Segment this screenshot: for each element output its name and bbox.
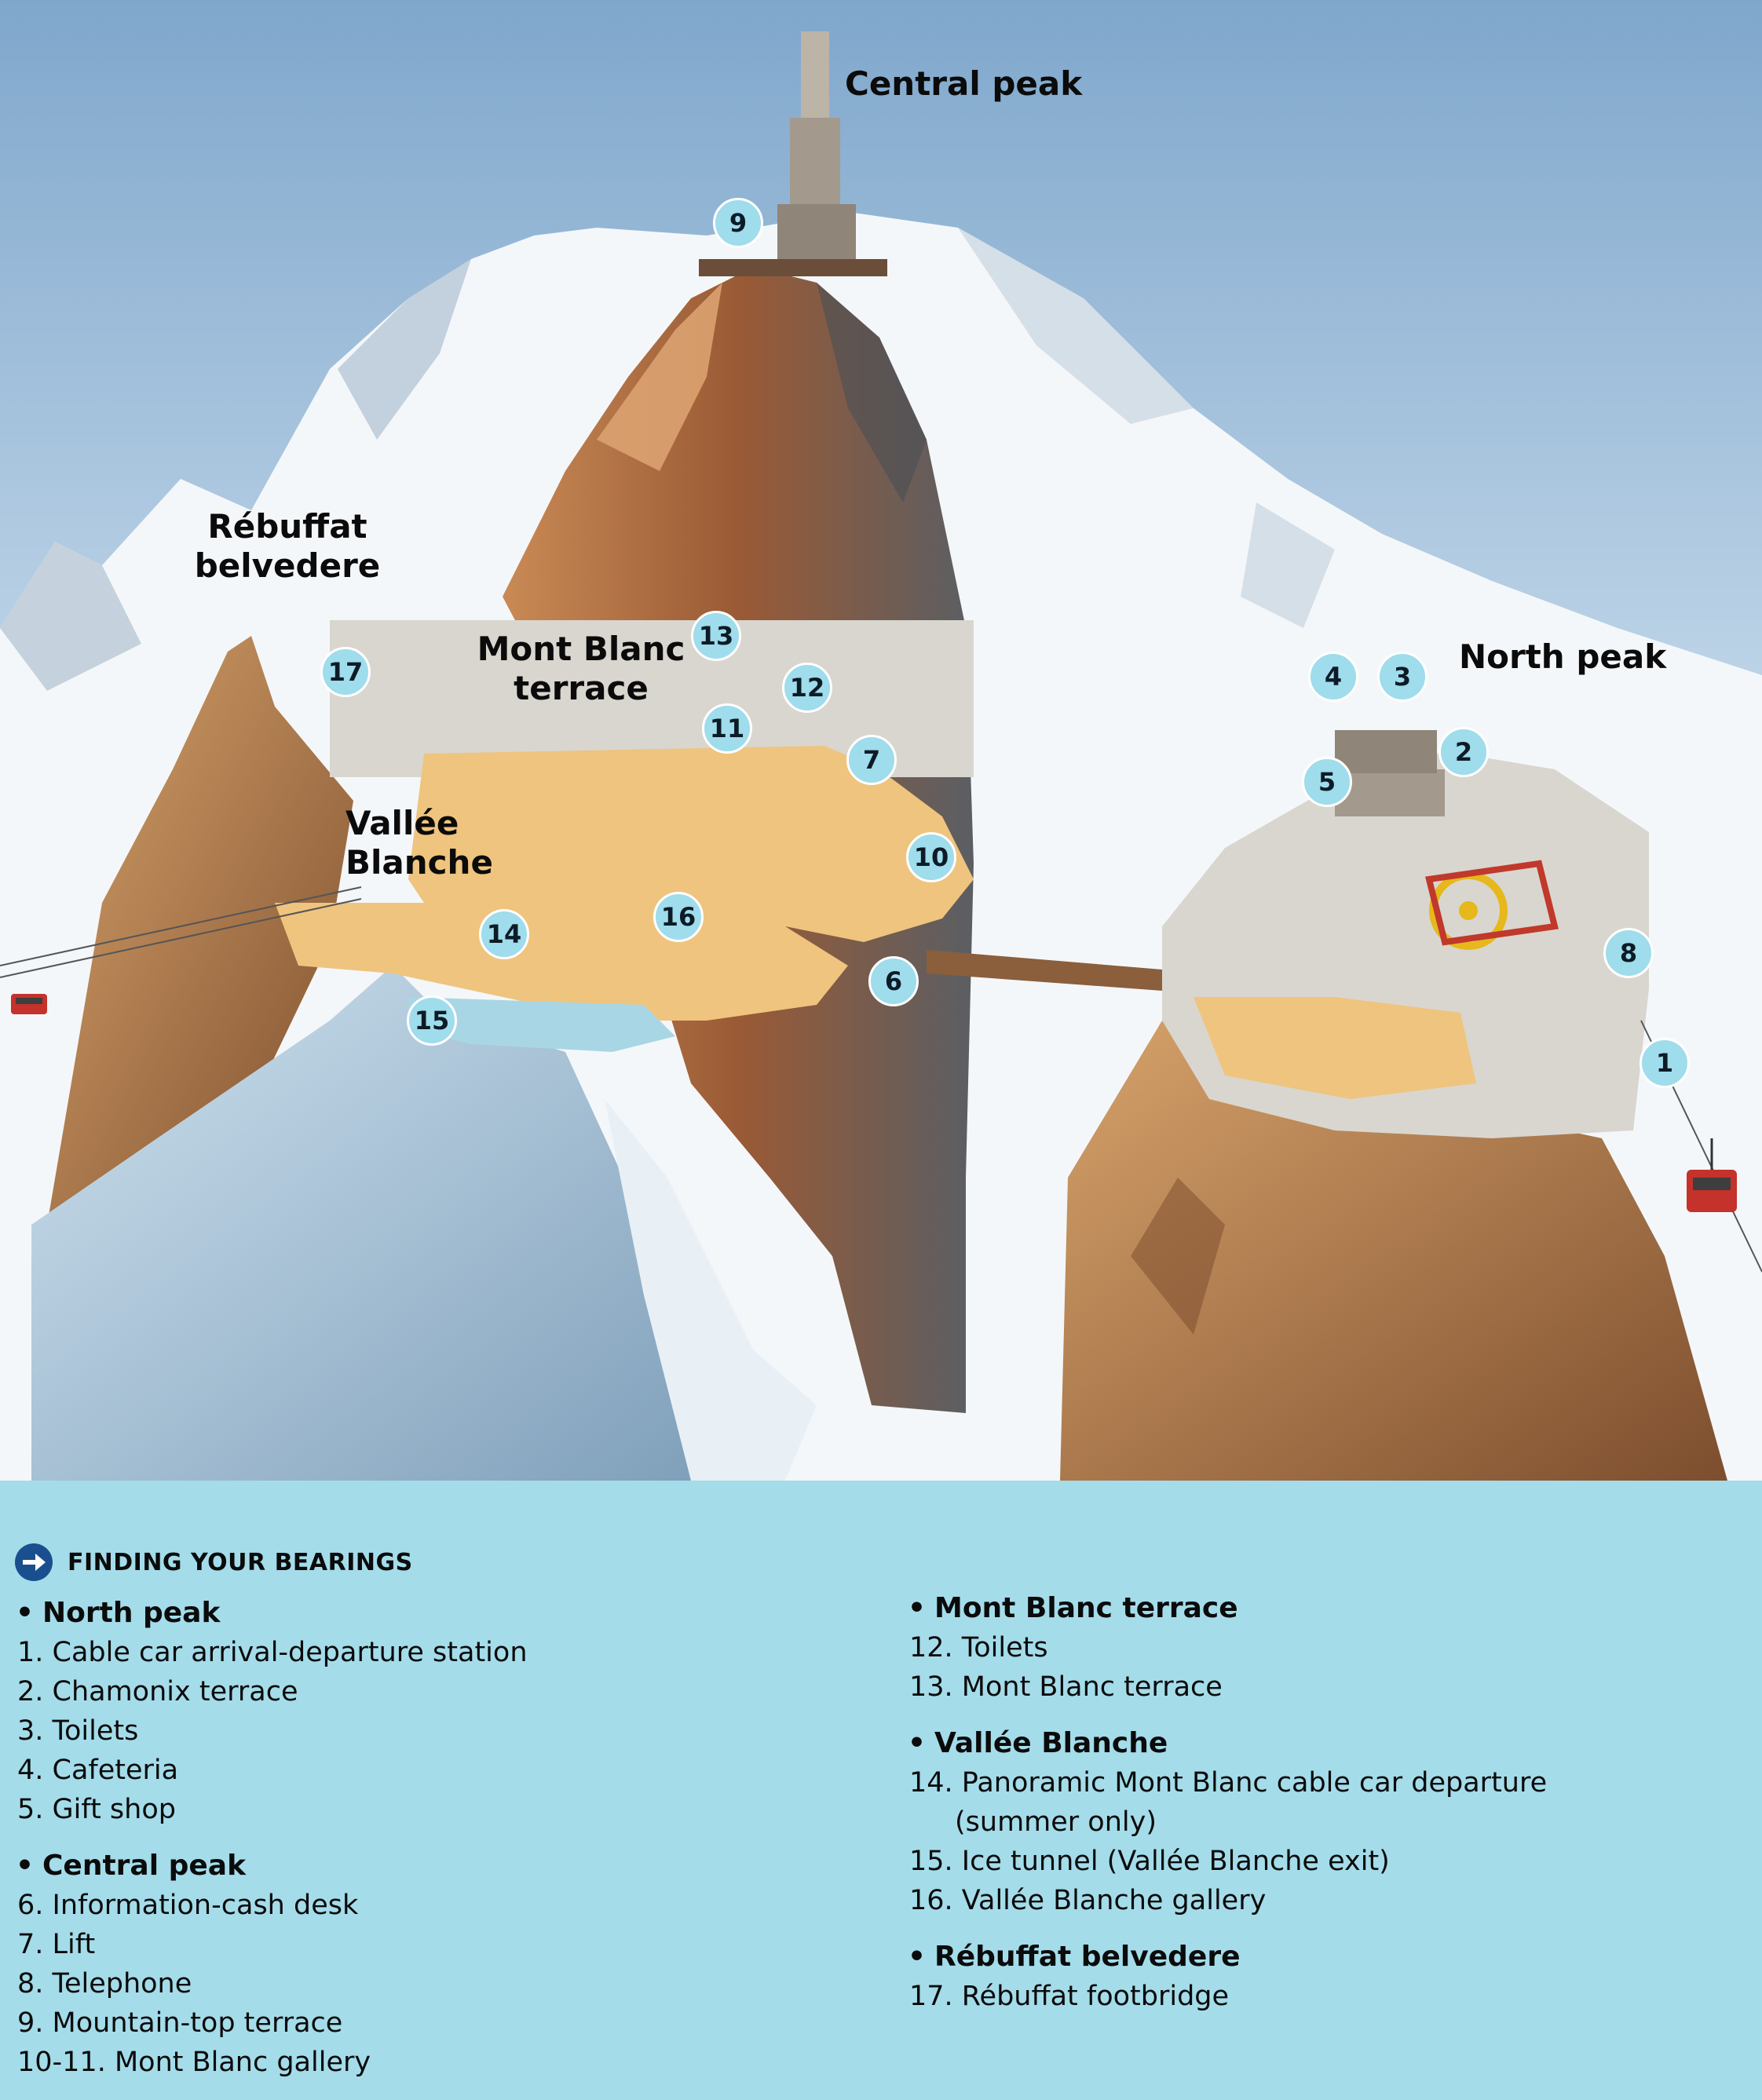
marker-2[interactable]: 2 bbox=[1438, 727, 1489, 777]
list-item: 6. Information-cash desk bbox=[17, 1890, 359, 1921]
legend-title: FINDING YOUR BEARINGS bbox=[68, 1548, 413, 1576]
legend-panel bbox=[0, 1481, 1762, 2100]
illustration: Central peak North peak Rébuffat belvede… bbox=[0, 0, 1762, 1481]
legend-group-rebuffat-belvedere: •Rébuffat belvedere 17. Rébuffat footbri… bbox=[908, 1937, 1740, 2016]
list-item: 13. Mont Blanc terrace bbox=[909, 1671, 1223, 1703]
group-title: Mont Blanc terrace bbox=[934, 1592, 1238, 1624]
list-item: 1. Cable car arrival-departure station bbox=[17, 1637, 528, 1668]
label-central-peak: Central peak bbox=[845, 64, 1083, 103]
vallee-blanche-level bbox=[275, 903, 848, 1021]
aiguille-du-midi-cutaway bbox=[0, 0, 1762, 1481]
list-item: 8. Telephone bbox=[17, 1968, 192, 2000]
list-item: 9. Mountain-top terrace bbox=[17, 2007, 343, 2039]
north-peak-rock bbox=[1060, 1021, 1727, 1481]
marker-7[interactable]: 7 bbox=[846, 735, 897, 785]
label-north-peak: North peak bbox=[1459, 637, 1667, 676]
marker-5[interactable]: 5 bbox=[1302, 757, 1352, 807]
legend-heading: FINDING YOUR BEARINGS bbox=[14, 1543, 413, 1582]
marker-14[interactable]: 14 bbox=[479, 909, 529, 959]
cable-car-icon bbox=[1687, 1138, 1737, 1212]
left-glacier bbox=[31, 966, 707, 1481]
legend-group-north-peak: •North peak 1. Cable car arrival-departu… bbox=[16, 1594, 879, 1829]
legend-group-vallee-blanche: •Vallée Blanche 14. Panoramic Mont Blanc… bbox=[908, 1724, 1740, 1920]
marker-6[interactable]: 6 bbox=[868, 956, 919, 1006]
cable-line bbox=[0, 886, 362, 966]
list-item: (summer only) bbox=[955, 1806, 1157, 1838]
list-item: 10-11. Mont Blanc gallery bbox=[17, 2047, 371, 2078]
marker-4[interactable]: 4 bbox=[1308, 652, 1358, 702]
group-title: Vallée Blanche bbox=[934, 1727, 1168, 1759]
legend-group-central-peak: •Central peak 6. Information-cash desk 7… bbox=[16, 1846, 879, 2082]
marker-8[interactable]: 8 bbox=[1603, 928, 1654, 978]
left-ridge-rock bbox=[47, 636, 353, 1225]
group-title: Rébuffat belvedere bbox=[934, 1941, 1241, 1973]
ice-tunnel bbox=[408, 997, 675, 1052]
legend-column-right: •Mont Blanc terrace 12. Toilets 13. Mont… bbox=[908, 1589, 1740, 2033]
cable-car-icon bbox=[11, 994, 47, 1014]
mont-blanc-terrace-level bbox=[408, 746, 974, 966]
label-rebuffat-belvedere: Rébuffat belvedere bbox=[194, 507, 381, 586]
list-item: 5. Gift shop bbox=[17, 1794, 176, 1825]
marker-16[interactable]: 16 bbox=[653, 892, 704, 942]
marker-15[interactable]: 15 bbox=[407, 995, 457, 1046]
group-title: Central peak bbox=[42, 1850, 247, 1882]
list-item: 16. Vallée Blanche gallery bbox=[909, 1885, 1267, 1916]
marker-3[interactable]: 3 bbox=[1377, 652, 1428, 702]
mountain-top-terrace bbox=[699, 259, 887, 276]
marker-13[interactable]: 13 bbox=[691, 611, 741, 661]
marker-12[interactable]: 12 bbox=[782, 663, 832, 713]
list-item: 14. Panoramic Mont Blanc cable car depar… bbox=[909, 1767, 1548, 1799]
arrow-right-circle-icon bbox=[15, 1543, 53, 1581]
list-item: 3. Toilets bbox=[17, 1715, 139, 1747]
legend-column-left: •North peak 1. Cable car arrival-departu… bbox=[16, 1594, 879, 2099]
marker-10[interactable]: 10 bbox=[906, 832, 956, 882]
list-item: 7. Lift bbox=[17, 1929, 96, 1960]
label-mont-blanc-terrace: Mont Blanc terrace bbox=[477, 630, 685, 708]
list-item: 12. Toilets bbox=[909, 1632, 1048, 1664]
marker-11[interactable]: 11 bbox=[702, 703, 752, 754]
list-item: 2. Chamonix terrace bbox=[17, 1676, 298, 1707]
marker-1[interactable]: 1 bbox=[1640, 1038, 1690, 1088]
list-item: 4. Cafeteria bbox=[17, 1755, 179, 1786]
label-vallee-blanche: Vallée Blanche bbox=[345, 804, 493, 882]
list-item: 15. Ice tunnel (Vallée Blanche exit) bbox=[909, 1846, 1390, 1877]
legend-group-mont-blanc-terrace: •Mont Blanc terrace 12. Toilets 13. Mont… bbox=[908, 1589, 1740, 1707]
marker-17[interactable]: 17 bbox=[320, 647, 371, 697]
marker-9[interactable]: 9 bbox=[713, 198, 763, 248]
group-title: North peak bbox=[42, 1597, 221, 1629]
list-item: 17. Rébuffat footbridge bbox=[909, 1981, 1230, 2012]
footbridge bbox=[927, 950, 1162, 991]
